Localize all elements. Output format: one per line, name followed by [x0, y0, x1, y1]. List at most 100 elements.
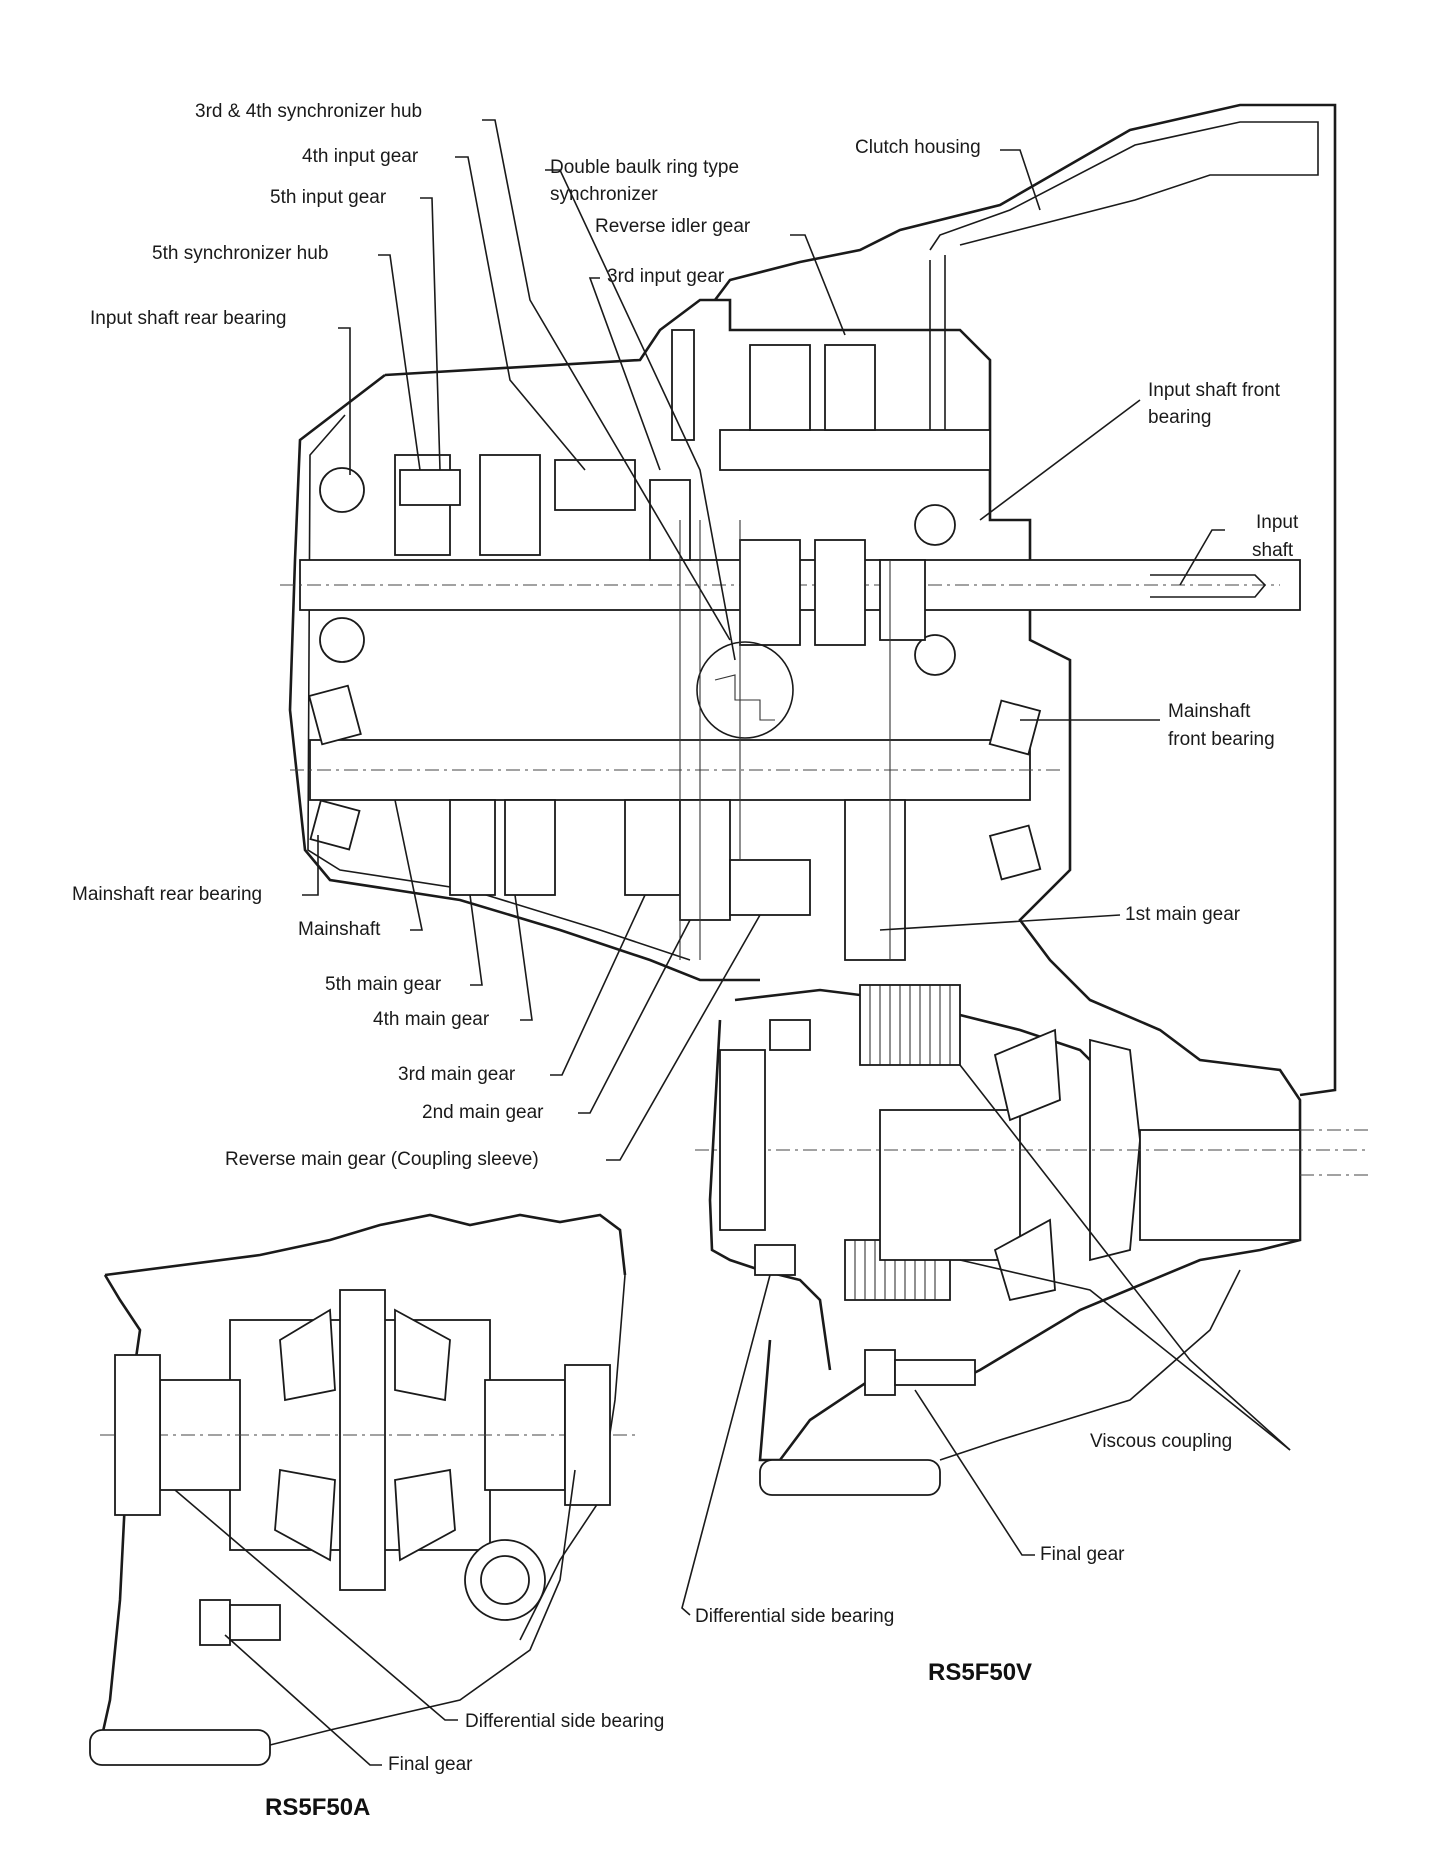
diff-v-bottom-loop [939, 1269, 1241, 1461]
diff-v-case-body [879, 1109, 1021, 1261]
label-input-gear-5: 5th input gear [270, 187, 387, 208]
gear-reverse-main [729, 859, 811, 916]
leader-main-gear-2 [578, 919, 691, 1114]
mainshaft-front-bearing-top [988, 699, 1042, 756]
label-mainshaft-front-2: front bearing [1168, 729, 1275, 750]
diff-a-pinion-bottom-right [394, 1468, 456, 1562]
diff-a-pinion-bottom-left [274, 1468, 336, 1562]
leader-reverse-idler [790, 234, 846, 336]
clutch-housing-inner-rib [929, 121, 1319, 251]
gear-1st-input [879, 559, 926, 641]
clutch-housing-outline [713, 103, 1337, 1097]
rs5f50v-differential-drawing [695, 984, 1370, 1496]
label-input-front-bearing-1: Input shaft front [1148, 380, 1281, 401]
gear-1st-main [844, 799, 906, 961]
diff-a-left-bearing [114, 1354, 161, 1516]
viscous-coupling-plates-top-hatch [869, 985, 951, 1065]
diff-a-right-bearing [564, 1364, 611, 1506]
labels: 3rd & 4th synchronizer hub 4th input gea… [72, 101, 1299, 1821]
label-input-front-bearing-2: bearing [1148, 407, 1211, 428]
diff-a-pinion-top-right [394, 1308, 451, 1402]
gear-2nd-main [679, 799, 731, 921]
final-gear-v-lower-bolt [759, 1459, 941, 1496]
input-shaft-spline-end [1150, 574, 1267, 598]
leader-sync-hub-34 [482, 119, 731, 641]
label-viscous: Viscous coupling [1090, 1431, 1232, 1452]
label-final-gear-v: Final gear [1040, 1544, 1125, 1565]
gear-4th-main [504, 799, 556, 896]
label-input-rear-bearing: Input shaft rear bearing [90, 308, 286, 329]
leader-double-baulk [545, 169, 736, 661]
sync-34-hub [554, 459, 636, 511]
label-clutch-housing: Clutch housing [855, 137, 981, 158]
leader-clutch-housing [1000, 149, 1041, 211]
rs5f50a-differential-drawing [89, 1213, 640, 1766]
viscous-coupling-plates-bottom-hatch [854, 1240, 936, 1300]
diff-v-pinion-top [993, 1028, 1061, 1122]
gear-4th-input [479, 454, 541, 556]
diff-v-side-bearing-top [769, 1019, 811, 1051]
leader-input-rear-bearing [338, 327, 351, 475]
reverse-idler-bolt [671, 329, 695, 441]
leader-input-gear-3 [588, 277, 661, 471]
label-main-gear-3: 3rd main gear [398, 1064, 516, 1085]
label-sync-hub-5: 5th synchronizer hub [152, 243, 328, 264]
main-transaxle-drawing [280, 103, 1337, 1462]
input-front-bearing-ball-top [914, 504, 956, 546]
label-mainshaft-front-1: Mainshaft [1168, 701, 1251, 722]
label-final-gear-a: Final gear [388, 1754, 473, 1775]
label-sync-hub-34: 3rd & 4th synchronizer hub [195, 101, 422, 122]
reverse-idler-gear-a [749, 344, 811, 431]
label-reverse-main: Reverse main gear (Coupling sleeve) [225, 1149, 539, 1170]
mainshaft-rear-bearing-bottom [309, 799, 361, 851]
label-diff-bearing-a: Differential side bearing [465, 1711, 664, 1732]
case-vertical-lines [679, 520, 891, 960]
leader-final-gear-v [914, 1389, 1035, 1556]
final-gear-a-lower-bolt [89, 1729, 271, 1766]
clutch-housing-web [929, 255, 946, 440]
double-baulk-detail-circle [696, 641, 794, 739]
leader-diff-bearing-v [681, 1274, 771, 1616]
leader-main-gear-4 [514, 894, 533, 1021]
leader-main-gear-5 [469, 894, 483, 986]
label-mainshaft: Mainshaft [298, 919, 381, 940]
gear-reverse-input [739, 539, 801, 646]
final-gear-a-bolt [229, 1604, 281, 1641]
label-model-v: RS5F50V [928, 1659, 1032, 1686]
diff-v-output-shaft [1139, 1129, 1301, 1241]
gear-3rd-input [649, 479, 691, 561]
gear-5th-main [449, 799, 496, 896]
mainshaft-front-bearing-bottom [988, 824, 1042, 881]
gear-2nd-input [814, 539, 866, 646]
label-double-baulk-1: Double baulk ring type [550, 157, 739, 178]
reverse-idler-shaft [719, 429, 991, 471]
label-main-gear-4: 4th main gear [373, 1009, 490, 1030]
leader-lines [174, 119, 1291, 1766]
leader-reverse-main [606, 914, 761, 1161]
mainshaft-rear-bearing-top [308, 684, 362, 746]
leader-diff-bearing-a [174, 1489, 458, 1721]
leader-mainshaft-rear [302, 835, 319, 896]
diff-v-pinion-bottom [993, 1218, 1056, 1302]
diff-a-housing-right [519, 1274, 626, 1641]
leader-viscous-1 [959, 1259, 1291, 1451]
label-input-shaft-1: Input [1256, 512, 1299, 533]
label-main-gear-5: 5th main gear [325, 974, 442, 995]
label-input-gear-4: 4th input gear [302, 146, 419, 167]
case-rear-inner [307, 414, 691, 961]
diff-v-side-gear-right [1089, 1038, 1141, 1262]
final-gear-v-bolt-head [864, 1349, 896, 1396]
leader-mainshaft [394, 799, 423, 931]
input-front-bearing-ball-bottom [914, 634, 956, 676]
diff-a-bottom-link [269, 1469, 576, 1746]
label-mainshaft-rear: Mainshaft rear bearing [72, 884, 262, 905]
diff-v-side-bearing-bottom [754, 1244, 796, 1276]
diff-a-housing-top [104, 1213, 627, 1277]
reverse-idler-gear-b [824, 344, 876, 431]
label-reverse-idler: Reverse idler gear [595, 216, 751, 237]
sync-5th-hub [399, 469, 461, 506]
diff-a-speedo-gear-inner [480, 1555, 530, 1605]
leader-sync-hub-5 [378, 254, 421, 471]
label-input-gear-3: 3rd input gear [607, 266, 725, 287]
leader-viscous-2 [959, 1064, 1291, 1451]
